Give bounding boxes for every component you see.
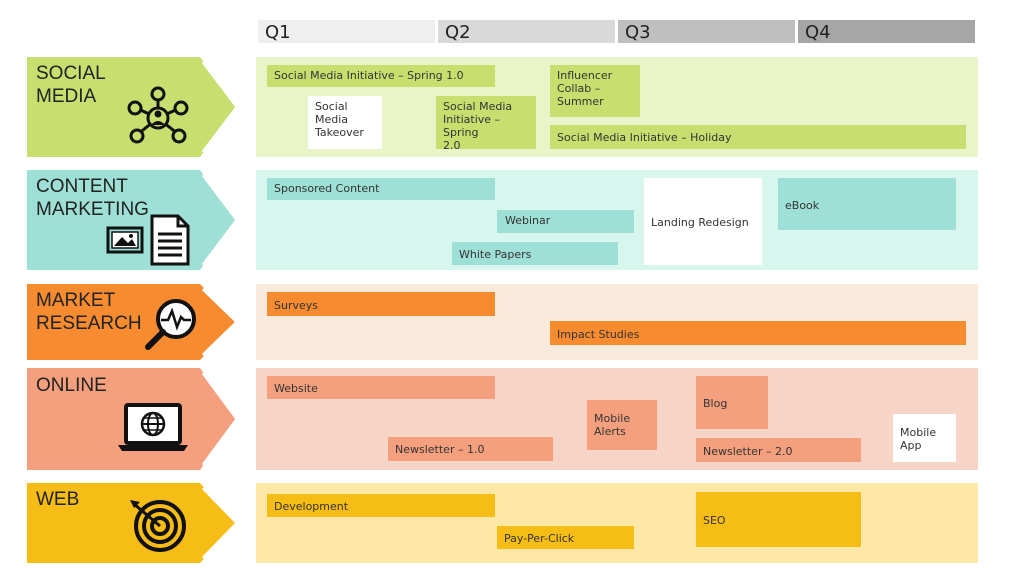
task-blog[interactable]: Blog bbox=[696, 376, 768, 429]
row-label-web: WEB bbox=[36, 489, 80, 510]
laptop-globe-icon bbox=[118, 403, 188, 451]
task-mobile-alerts[interactable]: Mobile Alerts bbox=[587, 400, 657, 450]
quarter-header-q2: Q2 bbox=[438, 20, 615, 43]
task-webinar[interactable]: Webinar bbox=[497, 210, 634, 233]
quarter-header-q4: Q4 bbox=[798, 20, 975, 43]
task-newsletter-1[interactable]: Newsletter – 1.0 bbox=[388, 437, 553, 461]
task-newsletter-2[interactable]: Newsletter – 2.0 bbox=[696, 438, 861, 462]
row-label-market-research: MARKET RESEARCH bbox=[36, 290, 142, 334]
network-people-icon bbox=[127, 86, 189, 144]
magnifier-pulse-icon bbox=[145, 299, 196, 350]
row-label-content-marketing: CONTENT MARKETING bbox=[36, 176, 149, 220]
task-impact-studies[interactable]: Impact Studies bbox=[550, 321, 966, 345]
task-white-papers[interactable]: White Papers bbox=[452, 242, 618, 265]
task-ebook[interactable]: eBook bbox=[778, 178, 956, 230]
row-label-social-media: SOCIAL MEDIA bbox=[36, 63, 106, 107]
quarter-header-q1: Q1 bbox=[258, 20, 435, 43]
quarter-header-q3: Q3 bbox=[618, 20, 795, 43]
task-website[interactable]: Website bbox=[267, 376, 495, 399]
task-social-media-initiative-spring-1[interactable]: Social Media Initiative – Spring 1.0 bbox=[267, 65, 495, 87]
task-social-media-initiative-spring-2[interactable]: Social Media Initiative – Spring 2.0 bbox=[436, 96, 536, 152]
task-landing-redesign[interactable]: Landing Redesign bbox=[644, 178, 762, 265]
task-development[interactable]: Development bbox=[267, 494, 495, 517]
task-influencer-collab-summer[interactable]: Influencer Collab – Summer bbox=[550, 65, 640, 117]
target-arrow-icon bbox=[130, 500, 186, 552]
task-social-media-takeover[interactable]: Social Media Takeover bbox=[308, 96, 382, 149]
task-sponsored-content[interactable]: Sponsored Content bbox=[267, 178, 495, 200]
task-pay-per-click[interactable]: Pay-Per-Click bbox=[497, 526, 634, 549]
task-surveys[interactable]: Surveys bbox=[267, 292, 495, 316]
task-social-media-initiative-holiday[interactable]: Social Media Initiative – Holiday bbox=[550, 125, 966, 149]
row-label-online: ONLINE bbox=[36, 375, 107, 396]
chevron-web bbox=[27, 483, 237, 563]
image-and-document-icon bbox=[106, 214, 190, 266]
task-mobile-app[interactable]: Mobile App bbox=[893, 414, 956, 462]
task-seo[interactable]: SEO bbox=[696, 492, 861, 547]
